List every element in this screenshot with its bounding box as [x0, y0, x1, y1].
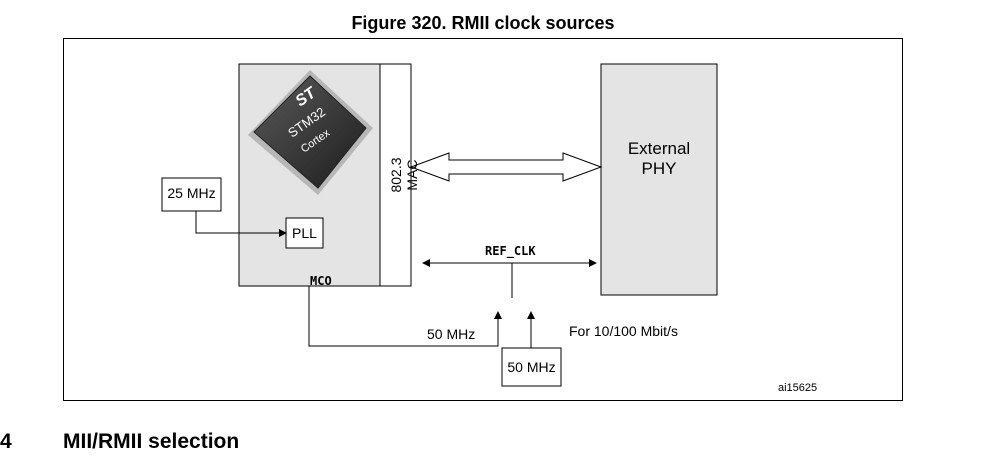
external-phy-block — [600, 63, 718, 296]
section-title: MII/RMII selection — [63, 430, 240, 453]
section-number: 4 — [0, 430, 12, 453]
oscillator-25mhz-label: 25 MHz — [167, 185, 216, 201]
diagram-frame — [63, 38, 903, 401]
pll-box — [285, 217, 324, 249]
ref-clk-label: REF_CLK — [485, 244, 536, 258]
osc25-to-pll-line — [195, 211, 287, 237]
figure-id-tag: ai15625 — [778, 382, 818, 394]
pll-label: PLL — [292, 225, 317, 241]
oscillator-50mhz-box — [501, 347, 562, 387]
stm32-chip-icon: ST STM32 Cortex — [248, 70, 373, 195]
phy-label-line1: External — [627, 139, 691, 158]
mco-output-line — [308, 286, 502, 347]
oscillator-50mhz-label: 50 MHz — [507, 359, 556, 375]
mac-block — [379, 63, 412, 287]
phy-label: External PHY — [601, 139, 717, 179]
mac-label: 802.3 MAC — [388, 157, 420, 193]
mco-label: MCO — [310, 274, 332, 288]
mode-note-label: For 10/100 Mbit/s — [569, 323, 678, 339]
phy-label-line2: PHY — [641, 159, 677, 178]
mco-frequency-label: 50 MHz — [427, 326, 476, 342]
mac-phy-bus-arrow — [409, 152, 603, 182]
oscillator-25mhz-box — [161, 177, 222, 212]
figure-title: Figure 320. RMII clock sources — [351, 13, 615, 33]
